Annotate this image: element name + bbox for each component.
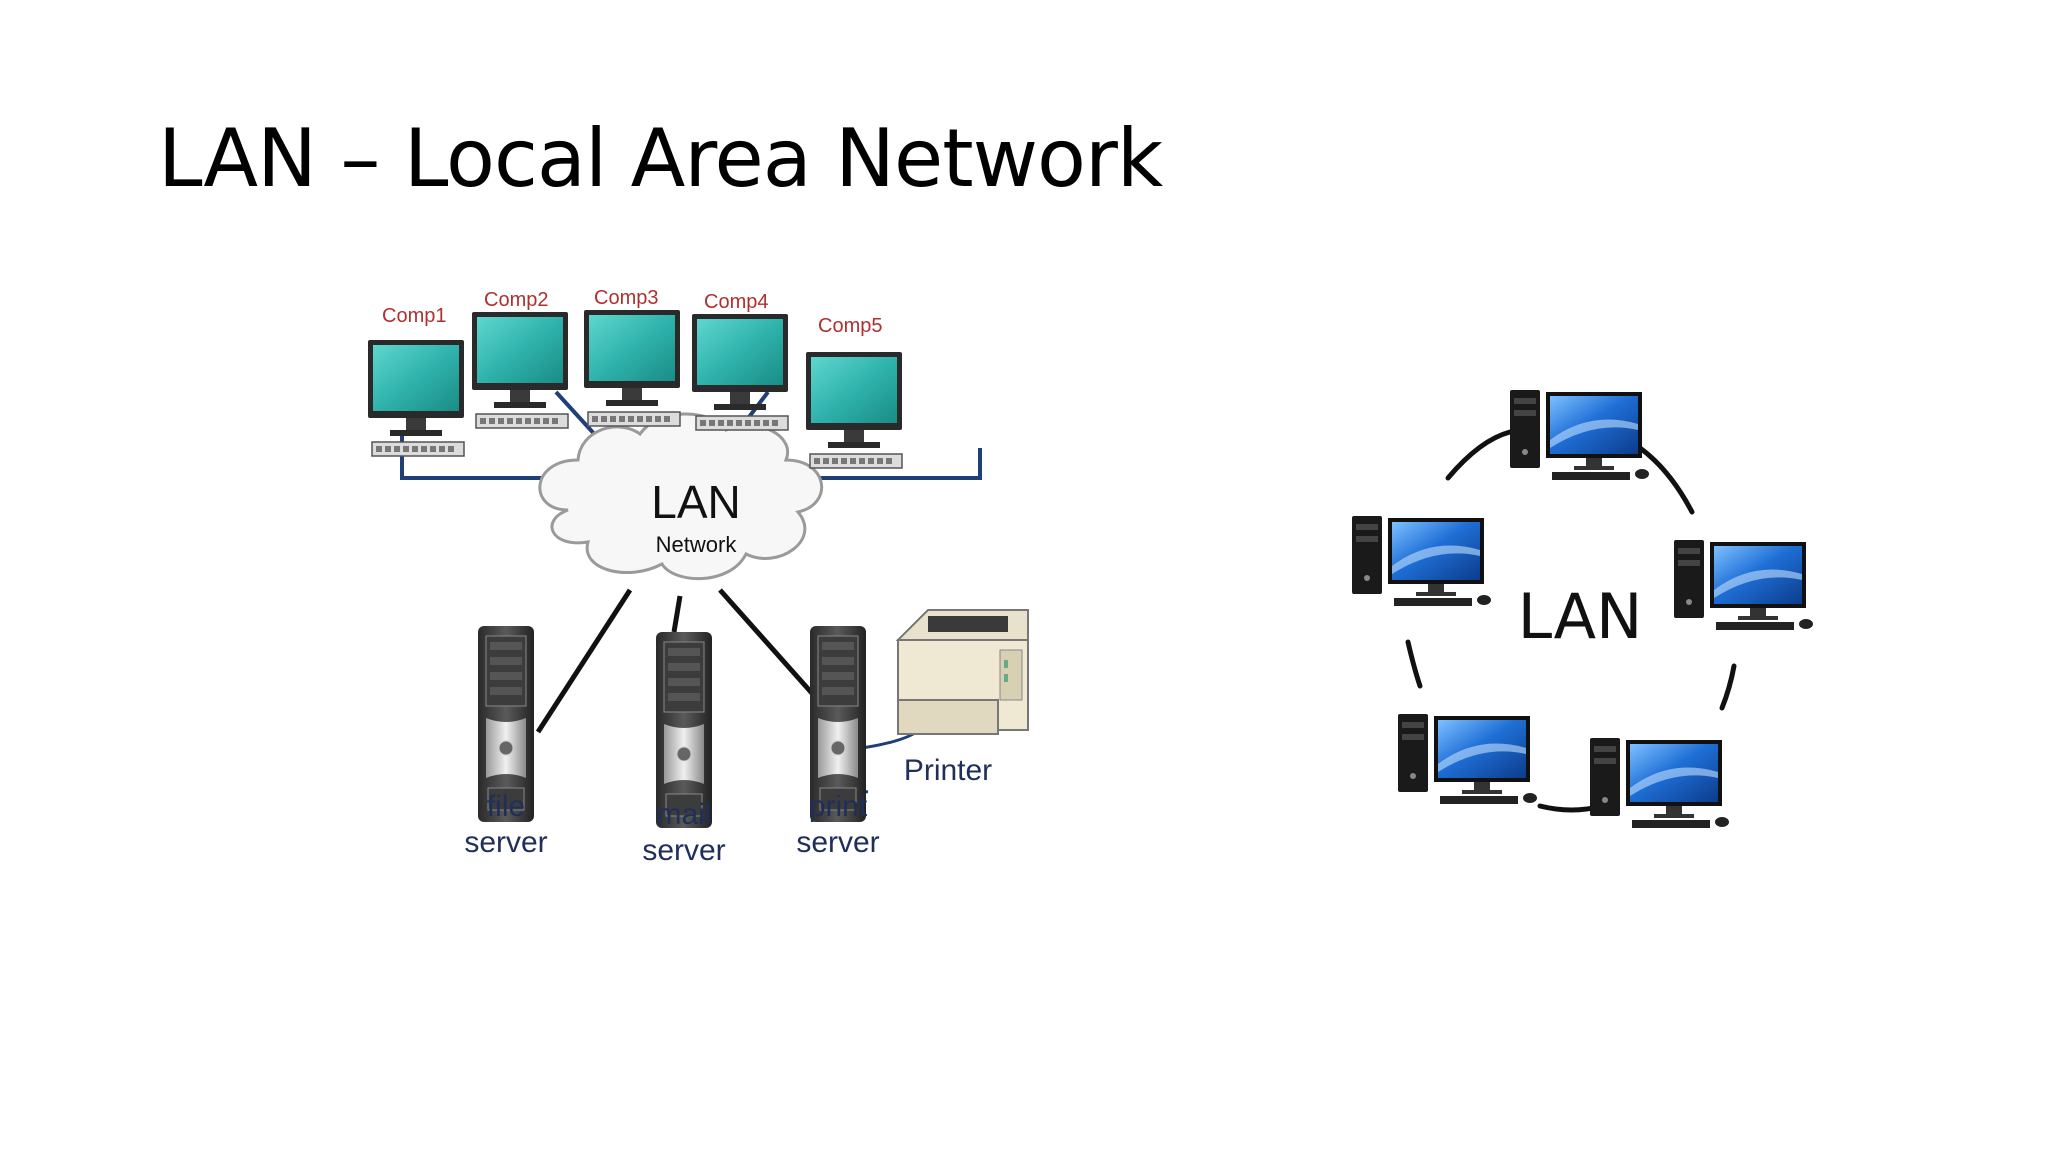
computer-comp4 — [692, 314, 789, 431]
ring-arc-top-right — [1637, 445, 1695, 515]
server-label-line1: file — [487, 790, 525, 823]
ring-arc-top-left — [1445, 429, 1513, 481]
computer-comp5 — [806, 352, 903, 469]
server-label-line1: mail — [656, 798, 711, 831]
link-comp5 — [798, 448, 982, 480]
ring-pc-4 — [1398, 714, 1537, 804]
link-file-server — [535, 588, 633, 734]
computer-label: Comp4 — [704, 291, 768, 313]
computer-comp3 — [584, 310, 681, 427]
printer — [895, 609, 1029, 735]
ring-arc-left — [1405, 639, 1423, 689]
computer-label: Comp2 — [484, 289, 548, 311]
ring-pc-3 — [1674, 540, 1813, 630]
computer-label: Comp5 — [818, 315, 882, 337]
ring-arc-right — [1719, 663, 1737, 711]
lan-cloud: LAN Network — [538, 412, 824, 581]
link-print-server — [718, 588, 820, 702]
slide-title: LAN – Local Area Network — [158, 112, 1163, 205]
lan-ring-diagram: LAN — [1352, 390, 1813, 828]
server-label-line2: server — [464, 826, 547, 859]
server-links — [535, 588, 820, 734]
ring-pc-5 — [1590, 738, 1729, 828]
computer-comp1 — [368, 340, 465, 457]
computer-comp2 — [472, 312, 569, 429]
cloud-label: LAN — [651, 476, 740, 528]
ring-nodes — [1352, 390, 1813, 828]
ring-pc-1 — [1510, 390, 1649, 480]
server-label-line1: print — [809, 790, 868, 823]
link-mail-server — [671, 595, 683, 633]
server-label-line2: server — [796, 826, 879, 859]
ring-pc-2 — [1352, 516, 1491, 606]
computer-label: Comp3 — [594, 287, 658, 309]
server-tower-print — [810, 626, 866, 822]
server-label-line2: server — [642, 834, 725, 867]
ring-center-label: LAN — [1518, 580, 1643, 653]
printer-label: Printer — [904, 754, 992, 787]
server-tower-file — [478, 626, 534, 822]
cloud-sublabel: Network — [656, 532, 738, 557]
computer-label: Comp1 — [382, 305, 446, 327]
server-tower-mail — [656, 632, 712, 828]
